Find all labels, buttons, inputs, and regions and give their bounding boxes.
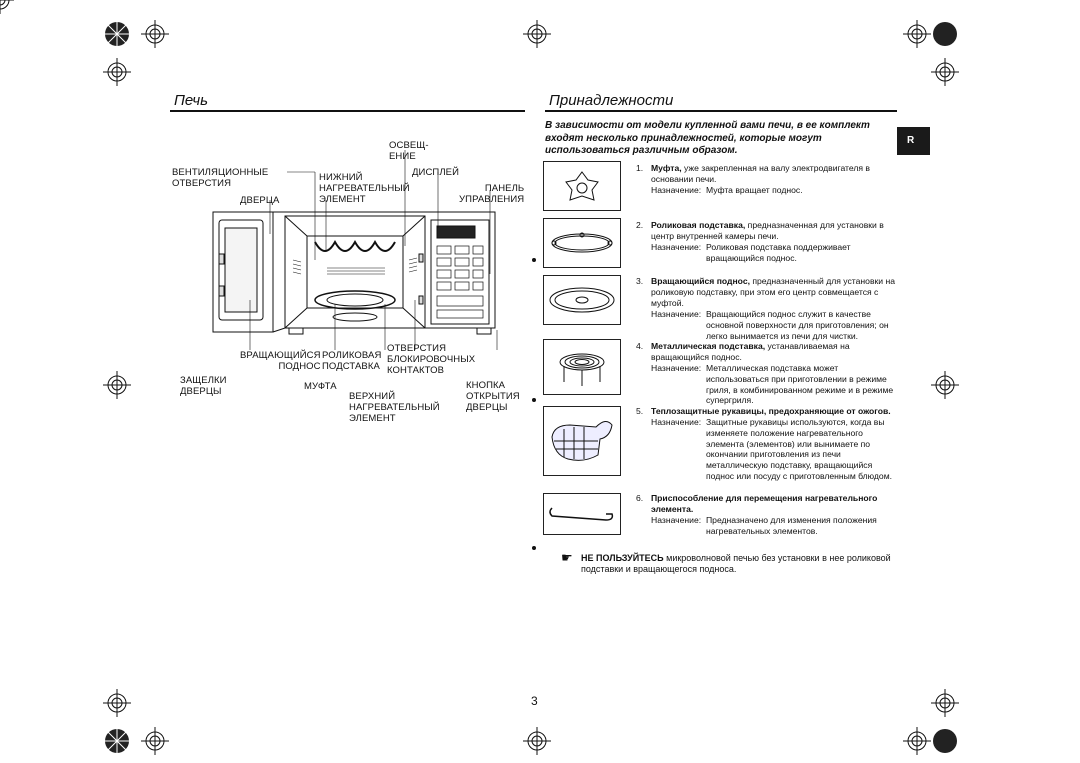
accessory-item-roller: 2. Роликовая подставка, предназначенная … [636,220,884,263]
accessory-item-metal-rack: 4. Металлическая подставка, устанавливае… [636,341,894,406]
oven-illustration [212,150,498,350]
label-lower-heater: НИЖНИЙ НАГРЕВАТЕЛЬНЫЙ ЭЛЕМЕНТ [319,172,410,205]
label-light: ОСВЕЩ- ЕНИЕ [389,140,429,162]
metal-rack-image [543,339,621,395]
label-door-button: КНОПКА ОТКРЫТИЯ ДВЕРЦЫ [466,380,520,413]
pointing-hand-icon: ☛ [561,550,573,565]
label-door-latches: ЗАЩЕЛКИ ДВЕРЦЫ [180,375,227,397]
accessory-item-heater-tool: 6. Приспособление для перемещения нагрев… [636,493,878,536]
warning-note: НЕ ПОЛЬЗУЙТЕСЬ микроволновой печью без у… [581,553,891,574]
heater-tool-image [543,493,621,535]
language-tab: R [897,127,930,155]
bullet-marker [532,398,536,402]
oven-section-title: Печь [174,92,209,109]
label-control-panel: ПАНЕЛЬ УПРАВЛЕНИЯ [459,183,525,205]
bullet-marker [532,546,536,550]
oven-gloves-image [543,406,621,476]
oven-title-rule [170,110,525,112]
coupler-image [543,161,621,211]
label-display: ДИСПЛЕЙ [412,167,460,178]
accessory-item-gloves: 5. Теплозащитные рукавицы, предохраняющи… [636,406,893,481]
roller-ring-image [543,218,621,268]
label-turntable: ВРАЩАЮЩИЙСЯ ПОДНОС [240,350,321,372]
accessories-intro: В зависимости от модели купленной вами п… [545,120,870,156]
accessory-item-turntable: 3. Вращающийся поднос, предназначенный д… [636,276,895,341]
label-upper-heater: ВЕРХНИЙ НАГРЕВАТЕЛЬНЫЙ ЭЛЕМЕНТ [349,391,440,424]
label-door: ДВЕРЦА [240,195,280,206]
page-number: 3 [531,694,538,708]
accessories-section-title: Принадлежности [549,92,674,109]
label-coupler: МУФТА [304,381,337,392]
accessory-item-coupler: 1. Муфта, уже закрепленная на валу элект… [636,163,870,195]
label-vents: ВЕНТИЛЯЦИОННЫЕ ОТВЕРСТИЯ [172,167,269,189]
turntable-image [543,275,621,325]
label-interlock: ОТВЕРСТИЯ БЛОКИРОВОЧНЫХ КОНТАКТОВ [387,343,476,376]
accessories-title-rule [545,110,897,112]
label-roller: РОЛИКОВАЯ ПОДСТАВКА [322,350,382,372]
bullet-marker [532,258,536,262]
